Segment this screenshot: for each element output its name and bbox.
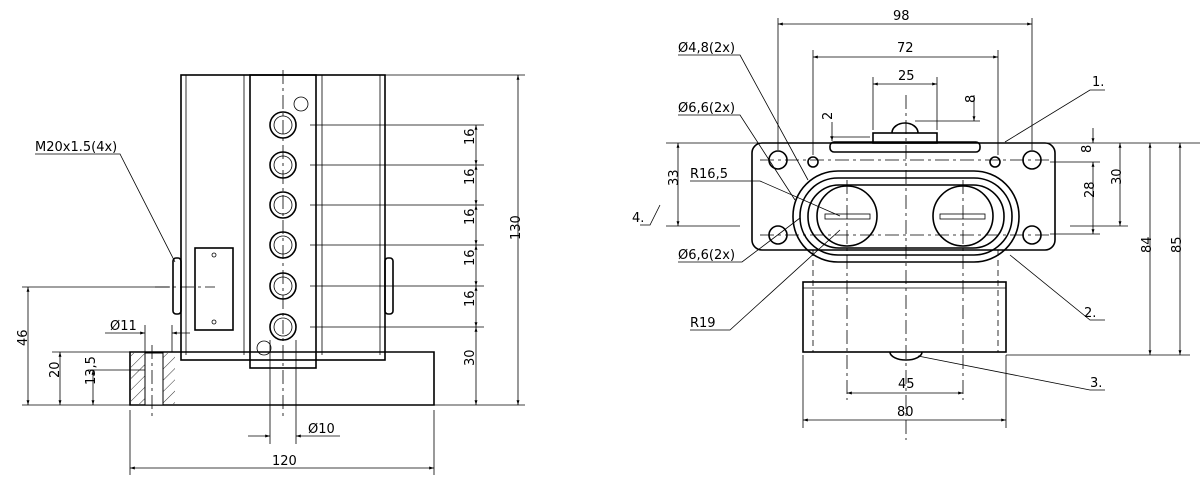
dim-84: 84 bbox=[1140, 236, 1155, 253]
dim-80: 80 bbox=[897, 405, 914, 420]
dim-hole-dia: Ø11 bbox=[110, 319, 137, 334]
led-3 bbox=[269, 191, 297, 219]
led-indicators bbox=[269, 111, 297, 341]
hole-lower-label: Ø6,6(2x) bbox=[678, 248, 735, 263]
radius-inner-label: R16,5 bbox=[690, 167, 728, 182]
top-view: 98 72 25 8 2 Ø4,8(2x) Ø6,6(2x) Ø6,6(2x) … bbox=[632, 9, 1200, 440]
dim-8-side: 8 bbox=[1080, 145, 1095, 153]
dim-bottom-30: 30 bbox=[463, 349, 478, 366]
dim-8-top: 8 bbox=[964, 95, 979, 103]
front-view: 16 16 16 16 16 30 130 46 20 13,5 Ø11 Ø10… bbox=[16, 70, 525, 475]
dim-72: 72 bbox=[897, 41, 914, 56]
dim-2: 2 bbox=[821, 112, 836, 120]
screw-bottom bbox=[256, 340, 272, 356]
led-1 bbox=[269, 111, 297, 139]
dim-25: 25 bbox=[898, 69, 915, 84]
led-2 bbox=[269, 151, 297, 179]
callout-2: 2. bbox=[1084, 306, 1096, 321]
radius-outer-label: R19 bbox=[690, 316, 716, 331]
thread-label: M20x1.5(4x) bbox=[35, 140, 117, 155]
dim-85: 85 bbox=[1170, 236, 1185, 253]
callout-3: 3. bbox=[1090, 376, 1102, 391]
dim-pitch-4: 16 bbox=[463, 249, 478, 266]
led-6 bbox=[269, 313, 297, 341]
label-plate bbox=[194, 247, 234, 331]
hole-small-label: Ø4,8(2x) bbox=[678, 41, 735, 56]
cable-gland-left bbox=[172, 257, 182, 315]
dim-pitch-1: 16 bbox=[463, 128, 478, 145]
dim-98: 98 bbox=[893, 9, 910, 24]
lower-body bbox=[802, 281, 1007, 353]
dim-28: 28 bbox=[1083, 181, 1098, 198]
dim-pitch-2: 16 bbox=[463, 168, 478, 185]
callout-4: 4. bbox=[632, 211, 644, 226]
dim-46: 46 bbox=[16, 329, 31, 346]
plunger bbox=[891, 122, 919, 134]
led-4 bbox=[269, 231, 297, 259]
led-5 bbox=[269, 272, 297, 300]
dim-pitch-5: 16 bbox=[463, 290, 478, 307]
dim-height-130: 130 bbox=[509, 215, 524, 240]
small-hole-right bbox=[989, 156, 1001, 168]
dim-33: 33 bbox=[667, 169, 682, 186]
dim-width-120: 120 bbox=[272, 454, 297, 469]
callout-1: 1. bbox=[1092, 75, 1104, 90]
top-rail bbox=[829, 141, 981, 153]
dim-45: 45 bbox=[898, 377, 915, 392]
dim-13-5: 13,5 bbox=[84, 356, 99, 385]
dim-20: 20 bbox=[48, 361, 63, 378]
dim-led-dia: Ø10 bbox=[308, 422, 335, 437]
screw-top bbox=[293, 96, 309, 112]
hole-upper-label: Ø6,6(2x) bbox=[678, 101, 735, 116]
small-hole-left bbox=[807, 156, 819, 168]
dim-30: 30 bbox=[1110, 168, 1125, 185]
dim-pitch-3: 16 bbox=[463, 208, 478, 225]
